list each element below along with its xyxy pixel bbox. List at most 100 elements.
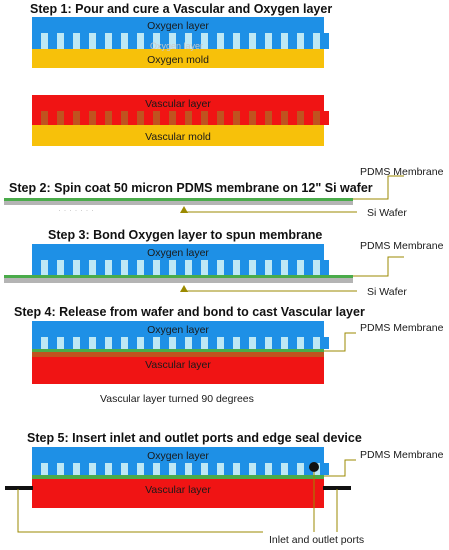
step-5-outlet-port xyxy=(323,486,351,490)
step-3-oxygen-pillar xyxy=(160,260,169,275)
step-3-oxygen-pillar xyxy=(48,260,57,275)
step-4-oxygen-pillar xyxy=(256,337,265,349)
step-1-vascular-pillar xyxy=(224,111,233,125)
step-3-oxygen-pillar xyxy=(32,260,41,275)
step-5-inlet-leader xyxy=(17,489,263,533)
step-4-oxygen-pillar xyxy=(128,337,137,349)
step-3-oxygen-pillar xyxy=(80,260,89,275)
step-1-vascular-pillar xyxy=(80,111,89,125)
step-1-oxygen-pillar xyxy=(320,33,329,49)
step-4-membrane-leader xyxy=(324,332,356,352)
step-1-oxygen-layer-top xyxy=(32,17,324,33)
step-1-vascular-pillar xyxy=(128,111,137,125)
step-4-oxygen-pillar xyxy=(240,337,249,349)
step-5-inlet-port xyxy=(5,486,33,490)
step-3-si-wafer xyxy=(4,278,353,283)
step-4-note: Vascular layer turned 90 degrees xyxy=(100,393,254,405)
step-1-oxygen-pillar xyxy=(128,33,137,49)
step-5-oxygen-pillar xyxy=(32,463,41,475)
step-5-oxygen-pillar xyxy=(208,463,217,475)
step-4-oxygen-pillar xyxy=(160,337,169,349)
step-1-vascular-layer-label: Vascular layer xyxy=(145,98,211,110)
step-2-ghost-text: · · · · · · · xyxy=(58,205,94,215)
step-3-oxygen-channel-row xyxy=(32,260,329,275)
step-5-oxygen-layer-top xyxy=(32,447,324,463)
step-4-oxygen-pillar xyxy=(64,337,73,349)
step-5-oxygen-pillar xyxy=(48,463,57,475)
step-1-oxygen-pillar xyxy=(32,33,41,49)
step-5-vascular-layer xyxy=(32,479,324,508)
step-1-group: Step 1: Pour and cure a Vascular and Oxy… xyxy=(30,2,332,146)
step-1-oxygen-ghost-label: Oxygen layer xyxy=(150,41,203,51)
step-4-vascular-channel-band xyxy=(32,352,324,357)
step-3-wafer-callout: Si Wafer xyxy=(367,286,407,298)
step-1-oxygen-pillar xyxy=(96,33,105,49)
step-5-title: Step 5: Insert inlet and outlet ports an… xyxy=(27,431,362,445)
step-4-oxygen-pillar xyxy=(112,337,121,349)
step-3-oxygen-pillar xyxy=(96,260,105,275)
step-5-oxygen-pillar xyxy=(80,463,89,475)
step-1-oxygen-mold-label: Oxygen mold xyxy=(147,54,209,66)
step-5-pdms-membrane xyxy=(32,475,324,479)
step-3-oxygen-pillar xyxy=(64,260,73,275)
step-5-oxygen-pillar xyxy=(112,463,121,475)
step-2-title: Step 2: Spin coat 50 micron PDMS membran… xyxy=(9,181,373,195)
step-3-oxygen-pillar xyxy=(320,260,329,275)
step-5-ports-callout: Inlet and outlet ports xyxy=(269,534,364,546)
step-1-oxygen-pillar xyxy=(240,33,249,49)
step-1-vascular-pillar xyxy=(48,111,57,125)
step-1-oxygen-pillar xyxy=(144,33,153,49)
step-4-oxygen-pillar xyxy=(48,337,57,349)
step-2-pdms-membrane xyxy=(4,198,353,201)
step-5-vascular-layer-label: Vascular layer xyxy=(145,484,211,496)
step-5-oxygen-pillar xyxy=(240,463,249,475)
step-5-oxygen-pillar xyxy=(192,463,201,475)
step-1-vascular-pillar xyxy=(208,111,217,125)
step-1-oxygen-pillar xyxy=(64,33,73,49)
step-4-oxygen-pillar xyxy=(80,337,89,349)
step-5-oxygen-pillar xyxy=(160,463,169,475)
step-3-oxygen-pillar xyxy=(304,260,313,275)
step-5-oxygen-pillar xyxy=(176,463,185,475)
step-5-oxygen-pillar xyxy=(224,463,233,475)
step-5-oxygen-pillar xyxy=(304,463,313,475)
step-2-group: Step 2: Spin coat 50 micron PDMS membran… xyxy=(4,166,444,219)
step-1-vascular-pillar xyxy=(272,111,281,125)
step-1-oxygen-pillar xyxy=(304,33,313,49)
step-2-wafer-callout: Si Wafer xyxy=(367,207,407,219)
step-4-oxygen-pillar xyxy=(208,337,217,349)
step-1-oxygen-pillar xyxy=(160,33,169,49)
step-3-title: Step 3: Bond Oxygen layer to spun membra… xyxy=(48,228,322,242)
step-1-vascular-pillar xyxy=(144,111,153,125)
step-3-oxygen-pillar xyxy=(192,260,201,275)
step-3-oxygen-pillar xyxy=(208,260,217,275)
step-1-vascular-mold xyxy=(32,125,324,146)
step-5-oxygen-pillar xyxy=(96,463,105,475)
step-3-membrane-callout: PDMS Membrane xyxy=(360,240,444,252)
step-5-oxygen-pillar xyxy=(64,463,73,475)
step-1-oxygen-pillar xyxy=(112,33,121,49)
step-5-oxygen-channel-row xyxy=(32,463,329,475)
step-1-vascular-pillar xyxy=(112,111,121,125)
step-1-vascular-pillar xyxy=(176,111,185,125)
step-5-oxygen-pillar xyxy=(288,463,297,475)
step-1-vascular-channel-row xyxy=(32,111,329,125)
step-3-oxygen-layer-top xyxy=(32,244,324,260)
step-1-oxygen-pillar xyxy=(256,33,265,49)
step-1-oxygen-pillar xyxy=(48,33,57,49)
step-1-oxygen-pillar xyxy=(224,33,233,49)
step-3-oxygen-pillar xyxy=(240,260,249,275)
step-1-vascular-mold-label: Vascular mold xyxy=(145,131,211,143)
step-4-oxygen-pillar xyxy=(96,337,105,349)
step-3-pdms-membrane xyxy=(4,275,353,278)
step-1-vascular-pillar xyxy=(32,111,41,125)
step-5-oxygen-pillar xyxy=(272,463,281,475)
step-2-si-wafer xyxy=(4,201,353,205)
step-1-vascular-pillar xyxy=(320,111,329,125)
step-4-title: Step 4: Release from wafer and bond to c… xyxy=(14,305,365,319)
step-1-vascular-pillar xyxy=(256,111,265,125)
step-4-vascular-layer xyxy=(32,357,324,384)
step-1-oxygen-pillar xyxy=(208,33,217,49)
step-5-group: Step 5: Insert inlet and outlet ports an… xyxy=(5,431,444,546)
